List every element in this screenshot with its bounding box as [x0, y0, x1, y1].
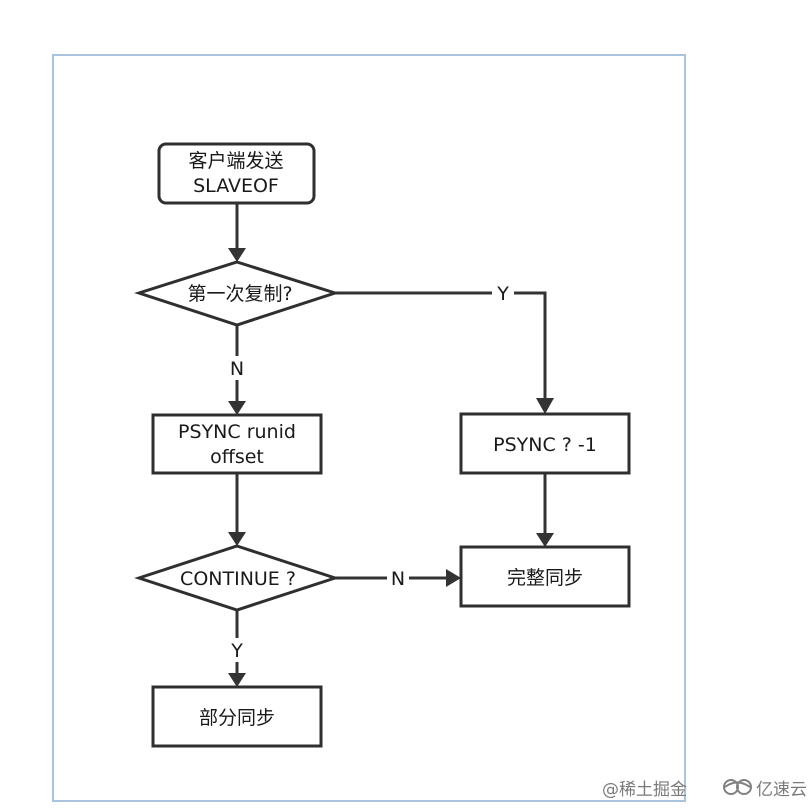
arrowhead — [228, 532, 246, 546]
edge-label-bg — [387, 566, 409, 590]
partial-sync-label: 部分同步 — [199, 707, 275, 729]
yisu-cloud-logo-icon — [723, 779, 752, 795]
arrowhead — [446, 569, 461, 587]
edge-first-copy-yes — [335, 291, 547, 402]
arrowhead — [536, 398, 554, 414]
psync-runid-label-line2: offset — [210, 446, 264, 468]
arrowhead — [228, 673, 246, 687]
watermark-yisu: 亿速云 — [756, 780, 807, 800]
arrowhead — [536, 533, 554, 547]
first-copy-label: 第一次复制? — [187, 283, 292, 305]
psync-minus1-label: PSYNC ? -1 — [493, 434, 597, 456]
start-node-label-line2: SLAVEOF — [193, 175, 279, 197]
start-node-label-line1: 客户端发送 — [188, 150, 283, 172]
psync-minus1-node — [459, 412, 631, 475]
edge-label-continue-yes: Y — [230, 640, 243, 662]
watermark-juejin: @稀土掘金 — [602, 780, 687, 800]
arrowhead — [228, 401, 246, 415]
edge-label-bg — [226, 638, 248, 662]
edge-label-continue-no: N — [391, 568, 405, 590]
edge-label-first-copy-no: N — [230, 358, 244, 380]
full-sync-node — [459, 545, 631, 608]
psync-runid-node — [151, 413, 323, 475]
edge-label-first-copy-yes: Y — [496, 283, 509, 305]
continue-decision — [134, 544, 340, 612]
edge-label-bg — [492, 281, 514, 305]
continue-label: CONTINUE ? — [180, 568, 296, 590]
edge-label-bg — [226, 356, 248, 380]
partial-sync-node — [151, 685, 323, 748]
first-copy-decision — [134, 260, 340, 327]
diagram-frame — [52, 54, 686, 802]
start-node — [157, 142, 316, 205]
arrowhead — [228, 248, 246, 262]
full-sync-label: 完整同步 — [507, 567, 583, 589]
psync-runid-label-line1: PSYNC runid — [178, 421, 296, 443]
